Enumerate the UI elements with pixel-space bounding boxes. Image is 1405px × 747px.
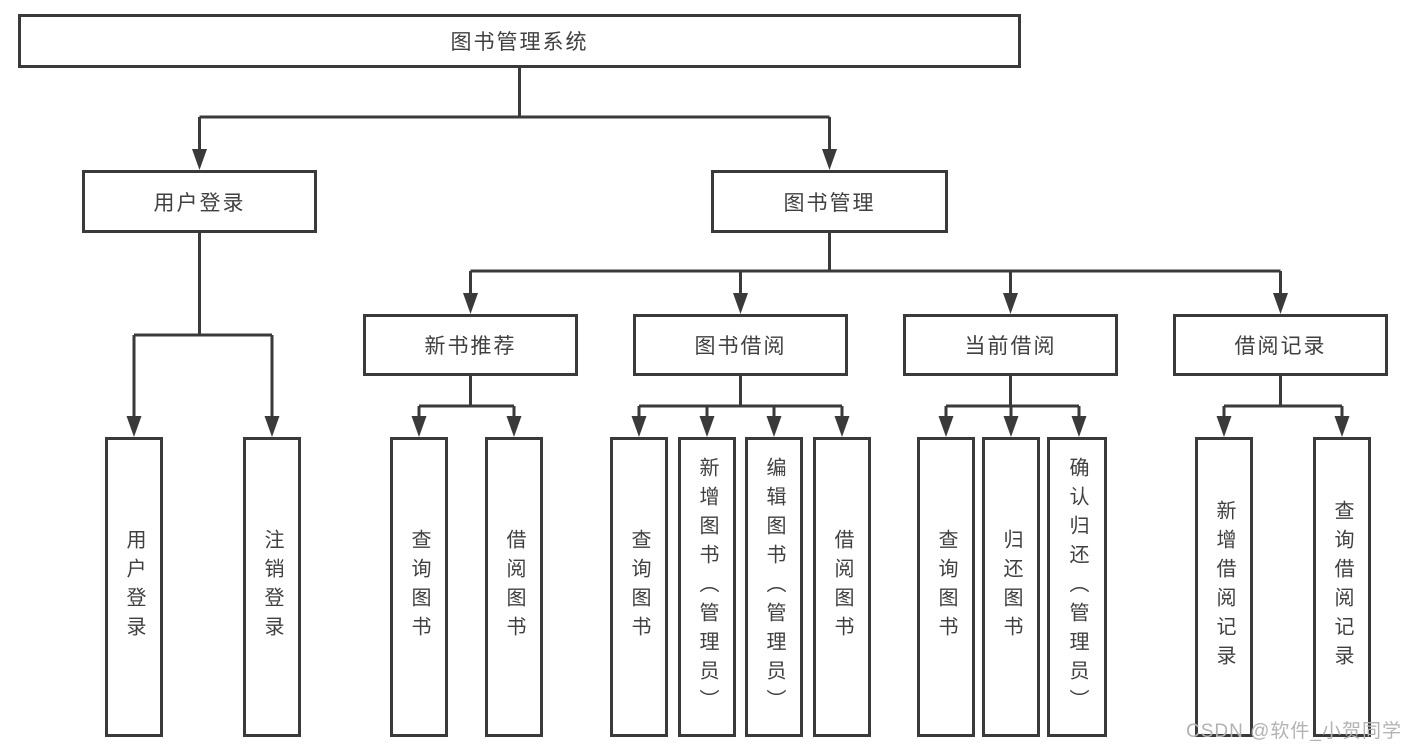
edge-bookmgmt-to-level3	[469, 233, 1282, 297]
arrowhead	[1216, 416, 1232, 437]
leaf-borrow-books-2-label: 借阅图书	[831, 529, 853, 645]
arrowhead	[506, 416, 522, 437]
edge-newbook-to-leaves	[417, 376, 516, 420]
leaf-confirm-return-admin-label: 确认归还（管理员）	[1066, 456, 1088, 718]
arrowhead	[822, 149, 837, 170]
arrowhead	[938, 416, 954, 437]
leaf-edit-book-admin-label: 编辑图书（管理员）	[763, 456, 785, 718]
leaf-add-borrow-record: 新增借阅记录	[1195, 437, 1253, 737]
arrowhead	[1003, 293, 1018, 314]
leaf-query-books-1: 查询图书	[390, 437, 448, 737]
node-root-label: 图书管理系统	[450, 31, 589, 54]
arrowhead	[631, 416, 647, 437]
edge-currentborrow-to-leaves	[944, 376, 1081, 420]
node-borrow-records-label: 借阅记录	[1234, 335, 1327, 358]
arrowhead	[264, 416, 280, 437]
leaf-borrow-books-2: 借阅图书	[813, 437, 871, 737]
node-user-login: 用户登录	[82, 170, 317, 233]
leaf-return-book-label: 归还图书	[1000, 529, 1022, 645]
leaf-logout: 注销登录	[243, 437, 301, 737]
leaf-logout-label: 注销登录	[261, 529, 283, 645]
node-new-book-recommend: 新书推荐	[363, 314, 578, 376]
edge-root-to-level2	[198, 68, 831, 153]
leaf-borrow-books-1: 借阅图书	[485, 437, 543, 737]
leaf-edit-book-admin: 编辑图书（管理员）	[745, 437, 803, 737]
arrowhead	[1273, 293, 1288, 314]
leaf-query-books-1-label: 查询图书	[408, 529, 430, 645]
arrowhead	[766, 416, 782, 437]
node-book-borrow-label: 图书借阅	[694, 335, 787, 358]
leaf-return-book: 归还图书	[982, 437, 1040, 737]
leaf-query-books-2-label: 查询图书	[628, 529, 650, 645]
node-current-borrow-label: 当前借阅	[964, 335, 1057, 358]
node-borrow-records: 借阅记录	[1173, 314, 1388, 376]
leaf-query-borrow-record-label: 查询借阅记录	[1331, 500, 1353, 674]
edge-userlogin-to-leaves	[132, 233, 274, 420]
node-new-book-recommend-label: 新书推荐	[424, 335, 517, 358]
arrowhead	[1003, 416, 1019, 437]
node-book-management-label: 图书管理	[783, 191, 876, 215]
arrowhead	[192, 149, 207, 170]
arrowhead	[733, 293, 748, 314]
leaf-query-books-3-label: 查询图书	[935, 529, 957, 645]
node-user-login-label: 用户登录	[153, 191, 246, 215]
leaf-query-books-2: 查询图书	[610, 437, 668, 737]
leaf-query-books-3: 查询图书	[917, 437, 975, 737]
leaf-user-login: 用户登录	[105, 437, 163, 737]
leaf-user-login-label: 用户登录	[123, 529, 145, 645]
leaf-borrow-books-1-label: 借阅图书	[503, 529, 525, 645]
leaf-add-book-admin: 新增图书（管理员）	[678, 437, 736, 737]
edge-bookborrow-to-leaves	[637, 376, 844, 420]
arrowhead	[699, 416, 715, 437]
leaf-query-borrow-record: 查询借阅记录	[1313, 437, 1371, 737]
arrowhead	[1334, 416, 1350, 437]
node-book-management: 图书管理	[711, 170, 948, 233]
arrowhead	[1071, 416, 1087, 437]
arrowhead	[126, 416, 142, 437]
arrowhead	[834, 416, 850, 437]
leaf-add-book-admin-label: 新增图书（管理员）	[696, 456, 718, 718]
leaf-confirm-return-admin: 确认归还（管理员）	[1047, 437, 1107, 737]
csdn-watermark: CSDN @软件_小贺同学	[1186, 721, 1402, 742]
arrowhead	[411, 416, 427, 437]
node-book-borrow: 图书借阅	[633, 314, 848, 376]
leaf-add-borrow-record-label: 新增借阅记录	[1213, 500, 1235, 674]
arrowhead	[463, 293, 478, 314]
node-current-borrow: 当前借阅	[903, 314, 1118, 376]
node-root: 图书管理系统	[18, 14, 1021, 68]
edge-records-to-leaves	[1222, 376, 1344, 420]
